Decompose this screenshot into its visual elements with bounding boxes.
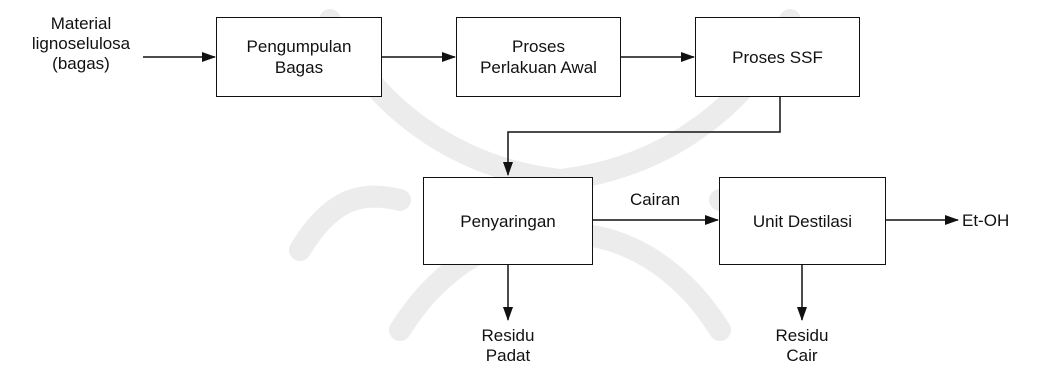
box-proses-ssf: Proses SSF — [695, 17, 860, 97]
box-perlakuan-line1: Proses — [512, 37, 565, 56]
box-proses-perlakuan-awal: Proses Perlakuan Awal — [456, 17, 621, 97]
box-unit-destilasi: Unit Destilasi — [719, 177, 886, 265]
arrow-ssf-to-penyaringan — [503, 96, 781, 176]
output-residu-padat: Residu Padat — [463, 326, 553, 366]
box-pengumpulan-bagas: Pengumpulan Bagas — [216, 17, 382, 97]
input-label-line2: lignoselulosa — [31, 34, 131, 53]
residu-padat-line1: Residu — [481, 326, 535, 345]
residu-cair-line1: Residu — [775, 326, 829, 345]
residu-padat-line2: Padat — [485, 346, 531, 365]
residu-cair-line2: Cair — [786, 346, 818, 365]
box-penyaringan: Penyaringan — [423, 177, 593, 265]
box-pengumpulan-line2: Bagas — [274, 58, 324, 77]
box-pengumpulan-line1: Pengumpulan — [246, 37, 352, 56]
input-label-line1: Material — [50, 14, 112, 33]
box-perlakuan-line2: Perlakuan Awal — [480, 58, 597, 77]
input-label-line3: (bagas) — [52, 54, 110, 73]
output-etoh: Et-OH — [962, 211, 1010, 230]
edge-label-cairan: Cairan — [629, 190, 681, 209]
output-residu-cair: Residu Cair — [757, 326, 847, 366]
input-label: Material lignoselulosa (bagas) — [22, 14, 140, 74]
box-destilasi-label: Unit Destilasi — [752, 211, 853, 231]
box-ssf-label: Proses SSF — [732, 47, 823, 67]
box-penyaringan-label: Penyaringan — [460, 211, 556, 231]
